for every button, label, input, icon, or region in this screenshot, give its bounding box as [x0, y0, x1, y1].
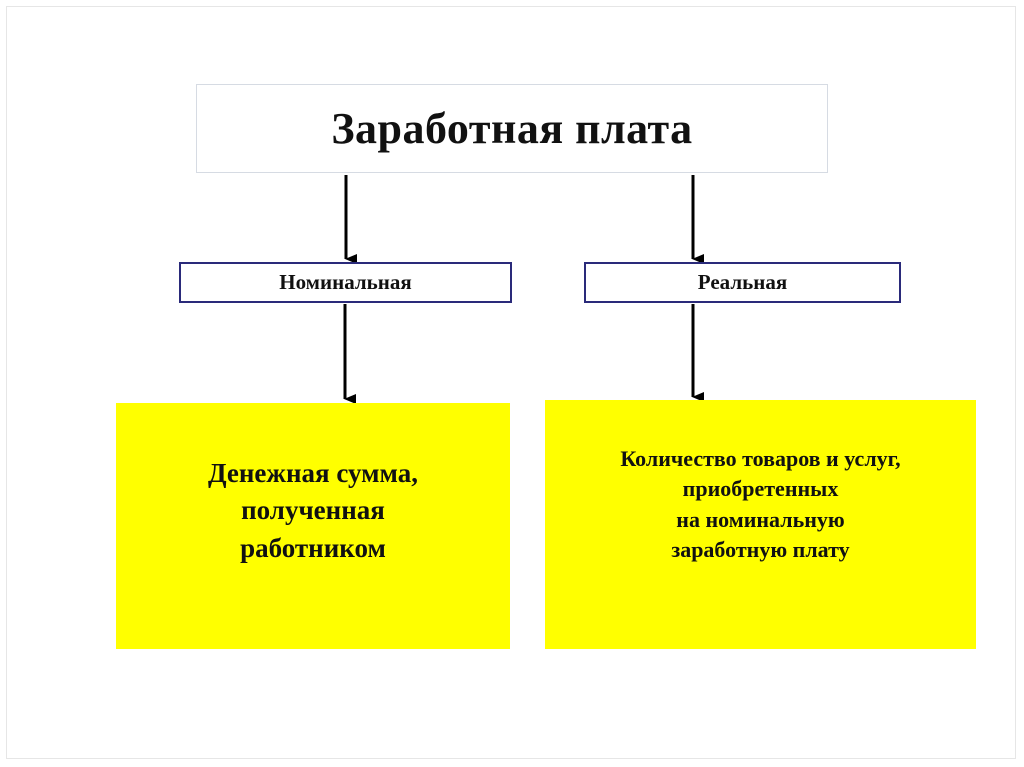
nominal-wage-box: Номинальная	[179, 262, 512, 303]
real-wage-definition: Количество товаров и услуг, приобретенны…	[620, 445, 901, 562]
nominal-wage-label: Номинальная	[279, 270, 412, 294]
nominal-wage-definition: Денежная сумма, полученная работником	[207, 458, 419, 563]
real-wage-box: Реальная	[584, 262, 901, 303]
real-wage-definition-box: Количество товаров и услуг, приобретенны…	[545, 400, 976, 649]
real-wage-label: Реальная	[697, 270, 788, 294]
nominal-wage-definition-box: Денежная сумма, полученная работником	[116, 403, 510, 649]
diagram-title-box: Заработная плата	[196, 84, 828, 173]
diagram-title: Заработная плата	[331, 104, 693, 153]
